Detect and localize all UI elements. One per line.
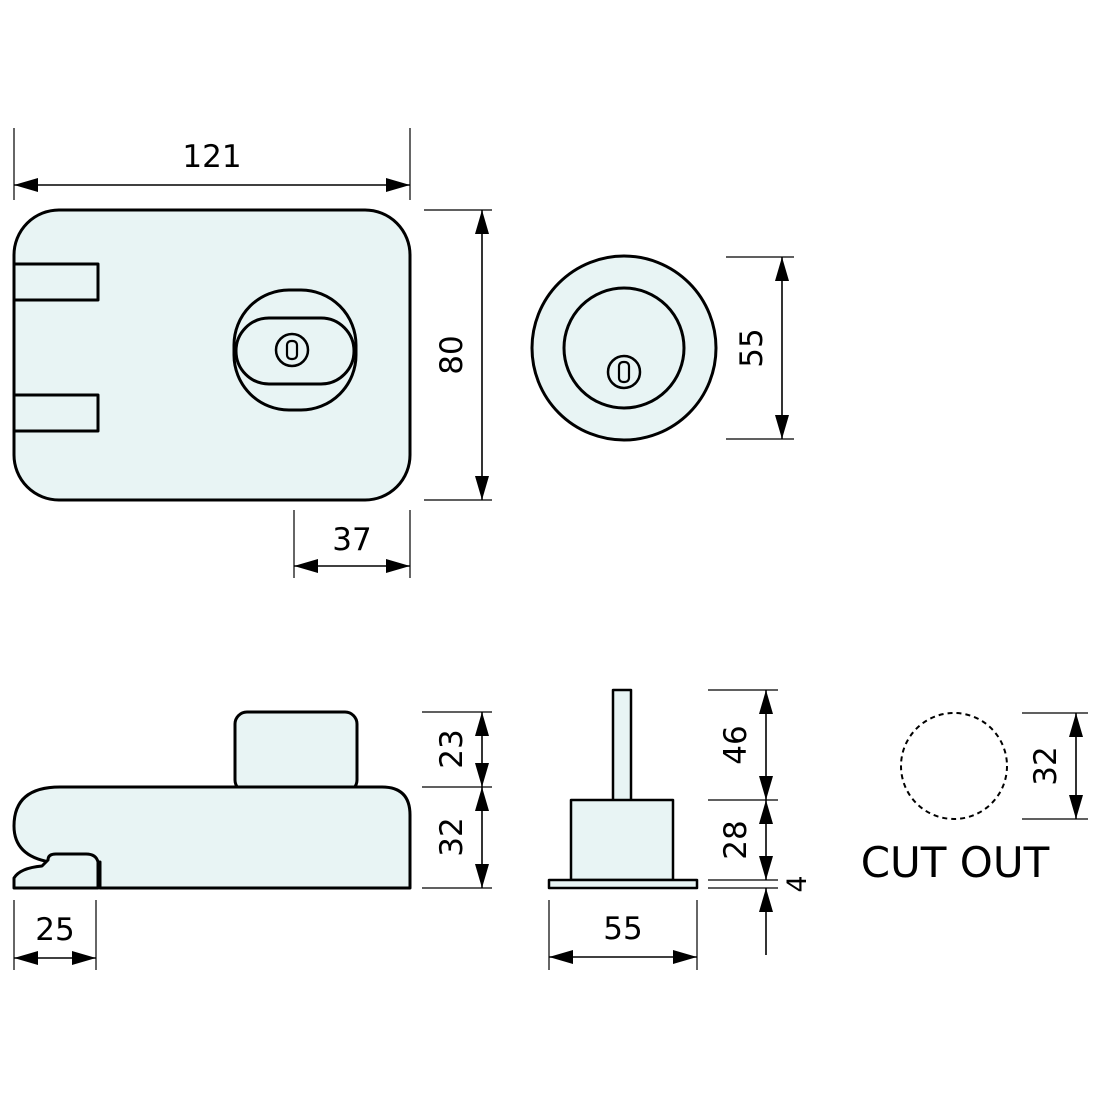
dimension-label-80: 80 bbox=[434, 335, 470, 374]
lock-side-view bbox=[12, 710, 412, 890]
knob-housing bbox=[233, 710, 359, 794]
dimension-lock-height: 80 bbox=[424, 209, 492, 501]
dimension-hook-width: 25 bbox=[13, 900, 97, 970]
dimension-label-25: 25 bbox=[35, 912, 74, 948]
dimension-lock-width: 121 bbox=[13, 128, 411, 200]
dimension-label-32-cutout: 32 bbox=[1028, 746, 1064, 785]
dimension-label-23: 23 bbox=[434, 729, 470, 768]
cylinder-rose-inner bbox=[562, 286, 686, 410]
dimension-label-121: 121 bbox=[182, 139, 241, 175]
cylinder-front-view bbox=[530, 254, 718, 442]
strike-hook bbox=[12, 852, 100, 890]
dimension-spindle-length: 46 bbox=[708, 689, 778, 801]
dimension-label-55-cylinder: 55 bbox=[734, 328, 770, 367]
dimension-plate-width: 55 bbox=[548, 900, 698, 970]
lock-front-view bbox=[12, 208, 412, 502]
cylinder-side-view bbox=[547, 688, 699, 890]
cylinder-body-side bbox=[569, 798, 675, 882]
cutout: 32 CUT OUT bbox=[861, 712, 1088, 887]
key-slot-icon bbox=[285, 339, 299, 361]
mounting-tab-lower bbox=[12, 393, 100, 433]
lock-body-side bbox=[12, 785, 412, 890]
dimension-label-46: 46 bbox=[718, 725, 754, 764]
cutout-circle bbox=[900, 712, 1008, 820]
dimension-label-4: 4 bbox=[782, 875, 813, 892]
cylinder-spindle bbox=[611, 688, 633, 804]
dimension-label-28: 28 bbox=[718, 820, 754, 859]
dimension-knob-height: 23 bbox=[422, 711, 492, 788]
cutout-label: CUT OUT bbox=[861, 838, 1050, 887]
dimension-label-55-plate: 55 bbox=[603, 911, 642, 947]
mounting-tab-upper bbox=[12, 262, 100, 302]
cylinder-key-slot-icon bbox=[617, 360, 631, 384]
dimension-body-depth: 32 bbox=[422, 787, 492, 889]
lock-body-front bbox=[12, 208, 412, 502]
dimension-keyhole-offset: 37 bbox=[293, 510, 411, 578]
dimension-label-37: 37 bbox=[332, 522, 371, 558]
dimension-cylinder-diameter: 55 bbox=[726, 256, 794, 440]
dimension-label-32-body: 32 bbox=[434, 817, 470, 856]
dimension-cylinder-length: 28 bbox=[708, 800, 778, 881]
cylinder-plate bbox=[547, 878, 699, 890]
dimension-plate-thickness: 4 bbox=[708, 875, 813, 955]
